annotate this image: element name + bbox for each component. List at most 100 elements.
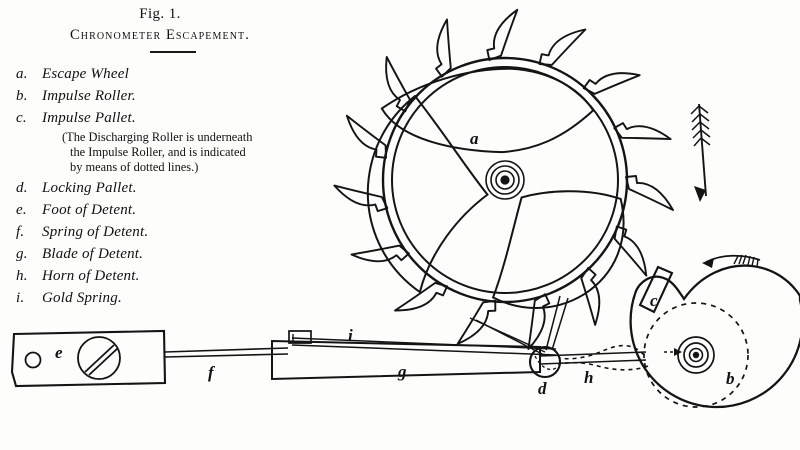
balance-arrow-fletching [733, 254, 759, 268]
detent-foot-hole [24, 351, 42, 369]
wheel-spoke-top [380, 67, 595, 154]
callout-label-d: d [538, 379, 547, 398]
legend-text-a: Escape Wheel [42, 66, 129, 82]
escape-wheel: a [333, 8, 674, 350]
detent-foot-screw-slot-a [84, 344, 115, 373]
balance-rotation-arrow [702, 254, 761, 268]
impulse-pallet: c [638, 265, 674, 314]
gold-spring-stud [288, 330, 312, 344]
legend-text-h: Horn of Detent. [42, 267, 140, 284]
detent-foot-body [10, 329, 167, 388]
detent-horn-lower-edge [539, 359, 647, 365]
locking-pallet-inner-mark [534, 355, 557, 371]
legend-key-d: d. [16, 179, 28, 196]
wheel-rotation-arrow [690, 103, 711, 202]
legend-item-a: a. Escape Wheel [16, 63, 330, 85]
wheel-spoke-right [491, 190, 625, 309]
escape-wheel-tooth [625, 175, 674, 211]
roller-hub-mid-ring [683, 342, 709, 368]
legend-item-b: b. Impulse Roller. [16, 85, 330, 107]
legend-item-d: d. Locking Pallet. [16, 177, 330, 199]
escape-wheel-tooth [582, 72, 641, 95]
rotation-arrow-fletching [690, 105, 711, 147]
callout-label-c: c [650, 291, 658, 310]
escape-wheel-tooth [613, 122, 672, 141]
detent-foot-screw-slot-b [88, 347, 119, 376]
escape-wheel-tooth [350, 244, 410, 263]
locking-pallet-body [528, 345, 562, 379]
legend-text-g: Blade of Detent. [42, 245, 144, 262]
title-rule [150, 51, 196, 53]
wheel-arbor [500, 175, 510, 185]
detent-horn: h [539, 351, 647, 387]
legend-text-f: Spring of Detent. [42, 223, 149, 240]
legend-item-i: i. Gold Spring. [16, 287, 330, 309]
escape-wheel-teeth [333, 8, 674, 350]
escape-wheel-tooth [394, 281, 449, 312]
gold-spring: i [288, 326, 557, 356]
gold-spring-upper-edge [291, 337, 557, 350]
legend-item-f: f. Spring of Detent. [16, 221, 330, 243]
legend-note-line-1: (The Discharging Roller is underneath [62, 130, 253, 145]
rotation-arrow-shaft [698, 103, 707, 197]
wheel-hub-mid-ring [490, 165, 520, 195]
detent-horn-upper-edge [539, 351, 647, 357]
legend-item-e: e. Foot of Detent. [16, 199, 330, 221]
roller-hub-inner-ring [688, 347, 704, 363]
escape-wheel-tooth [345, 114, 387, 159]
legend-note-line-3: by means of dotted lines.) [70, 159, 199, 174]
legend-key-c: c. [16, 110, 27, 127]
escape-wheel-tooth [456, 299, 497, 345]
legend-item-g: g. Blade of Detent. [16, 243, 330, 265]
legend-key-b: b. [16, 88, 28, 105]
legend-item-c: c. Impulse Pallet. [16, 107, 330, 129]
legend-text-i: Gold Spring. [42, 290, 122, 306]
legend-text-d: Locking Pallet. [42, 179, 137, 196]
wheel-hub-outer-ring [485, 160, 525, 200]
figure-title: Chronometer Escapement. [70, 27, 250, 43]
wheel-rim-inner [391, 66, 619, 294]
detent-foot: e [10, 329, 167, 388]
tooth-engagement-lines [469, 295, 569, 357]
roller-hub-outer-ring [677, 336, 715, 374]
legend-key-e: e. [16, 201, 27, 218]
impulse-roller-body [629, 264, 800, 409]
escape-wheel-tooth [538, 28, 587, 66]
legend-text-c: Impulse Pallet. [42, 110, 136, 127]
locking-pallet: d [528, 345, 562, 398]
escape-wheel-tooth [527, 293, 551, 350]
legend-note: (The Discharging Roller is underneath th… [62, 130, 312, 175]
escape-wheel-tooth [486, 8, 519, 61]
callout-label-i: i [348, 326, 353, 345]
escape-wheel-tooth [435, 18, 452, 78]
legend-item-h: h. Horn of Detent. [16, 265, 330, 287]
legend-key-i: i. [16, 290, 25, 306]
figure-number: Fig. 1. [139, 6, 181, 22]
discharging-roller-tail-2 [557, 361, 649, 371]
detent-spring-lower-edge [164, 353, 289, 358]
impulse-pallet-body [638, 265, 674, 314]
callout-label-g: g [397, 362, 407, 381]
detent-spring: f [164, 347, 289, 382]
callout-label-b: b [726, 369, 735, 388]
legend-block: Fig. 1. Chronometer Escapement. a. Escap… [0, 0, 330, 310]
rotation-arrow-head [694, 186, 706, 202]
legend-key-h: h. [16, 267, 28, 284]
escape-wheel-tooth [580, 266, 601, 326]
wheel-hub-inner-ring [495, 170, 515, 190]
callout-label-f: f [208, 363, 216, 382]
detent-foot-screw [77, 336, 121, 380]
detent-spring-upper-edge [164, 347, 289, 353]
callout-label-h: h [584, 368, 593, 387]
callout-label-a: a [470, 129, 479, 148]
wheel-spoke-left [366, 94, 489, 294]
legend-note-line-2: the Impulse Roller, and is indicated [70, 145, 246, 160]
escape-wheel-tooth [333, 184, 389, 213]
balance-arrow-head [702, 258, 714, 268]
escape-wheel-tooth [385, 56, 411, 113]
legend-text-e: Foot of Detent. [42, 201, 137, 218]
legend-key-a: a. [16, 66, 28, 82]
gold-spring-lower-edge [291, 344, 557, 356]
